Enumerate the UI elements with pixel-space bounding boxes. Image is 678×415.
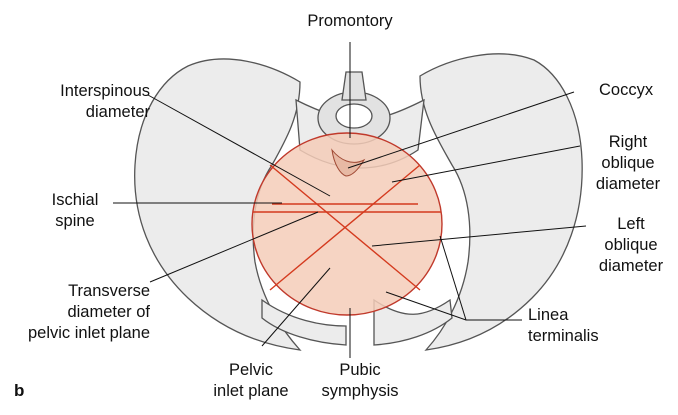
pubic-symphysis-line-1: Pubic xyxy=(305,360,415,381)
spinous-process xyxy=(342,72,366,100)
transverse-line-1: Transverse xyxy=(0,281,150,302)
pelvic-inlet-line-1: Pelvic xyxy=(196,360,306,381)
promontory-label: Promontory xyxy=(290,11,410,32)
pubic-symphysis-label: Pubic symphysis xyxy=(305,360,415,402)
right-oblique-line-2: oblique xyxy=(578,153,678,174)
right-oblique-line-1: Right xyxy=(578,132,678,153)
left-oblique-diameter-label: Left oblique diameter xyxy=(584,214,678,277)
linea-terminalis-line-2: terminalis xyxy=(528,326,599,347)
linea-terminalis-line-1: Linea xyxy=(528,305,599,326)
pelvic-inlet-plane xyxy=(252,133,442,315)
left-oblique-line-3: diameter xyxy=(584,256,678,277)
pelvic-inlet-line-2: inlet plane xyxy=(196,381,306,402)
pubic-symphysis-line-2: symphysis xyxy=(305,381,415,402)
interspinous-line-2: diameter xyxy=(0,102,150,123)
coccyx-text: Coccyx xyxy=(599,80,653,101)
pelvic-inlet-plane-label: Pelvic inlet plane xyxy=(196,360,306,402)
right-oblique-line-3: diameter xyxy=(578,174,678,195)
transverse-diameter-label: Transverse diameter of pelvic inlet plan… xyxy=(0,281,150,344)
ischial-spine-line-1: Ischial xyxy=(40,190,110,211)
transverse-line-2: diameter of xyxy=(0,302,150,323)
interspinous-line-1: Interspinous xyxy=(0,81,150,102)
panel-letter-text: b xyxy=(14,380,24,401)
right-oblique-diameter-label: Right oblique diameter xyxy=(578,132,678,195)
ischial-spine-label: Ischial spine xyxy=(40,190,110,232)
interspinous-diameter-label: Interspinous diameter xyxy=(0,81,150,123)
promontory-text: Promontory xyxy=(290,11,410,32)
coccyx-label: Coccyx xyxy=(599,80,653,101)
left-oblique-line-2: oblique xyxy=(584,235,678,256)
ischial-spine-line-2: spine xyxy=(40,211,110,232)
linea-terminalis-label: Linea terminalis xyxy=(528,305,599,347)
transverse-line-3: pelvic inlet plane xyxy=(0,323,150,344)
left-oblique-line-1: Left xyxy=(584,214,678,235)
panel-letter: b xyxy=(14,380,24,401)
vertebral-foramen xyxy=(336,104,372,128)
